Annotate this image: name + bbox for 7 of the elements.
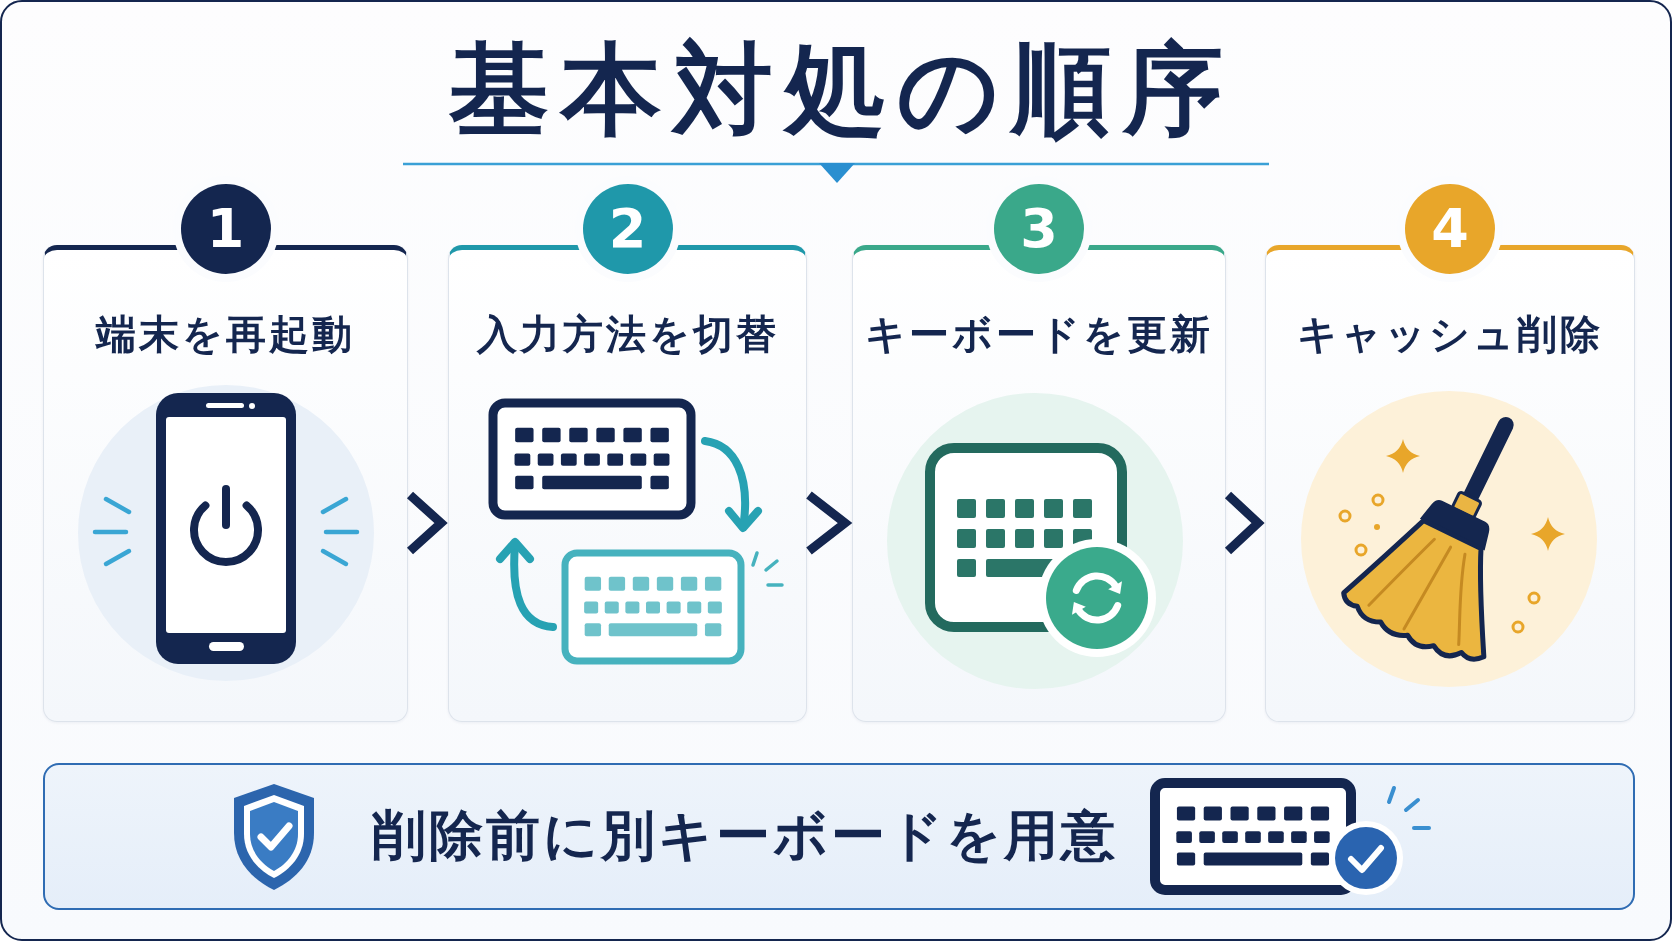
note-text: 削除前に別キーボードを用意 bbox=[372, 804, 1118, 869]
step-title: 端末を再起動 bbox=[96, 310, 355, 359]
note-banner bbox=[43, 763, 1635, 910]
step-title: キーボードを更新 bbox=[865, 310, 1213, 359]
diagram-title: 基本対処の順序 bbox=[448, 30, 1235, 150]
step-title: 入力方法を切替 bbox=[476, 310, 779, 359]
step-title: キャッシュ削除 bbox=[1297, 310, 1603, 359]
